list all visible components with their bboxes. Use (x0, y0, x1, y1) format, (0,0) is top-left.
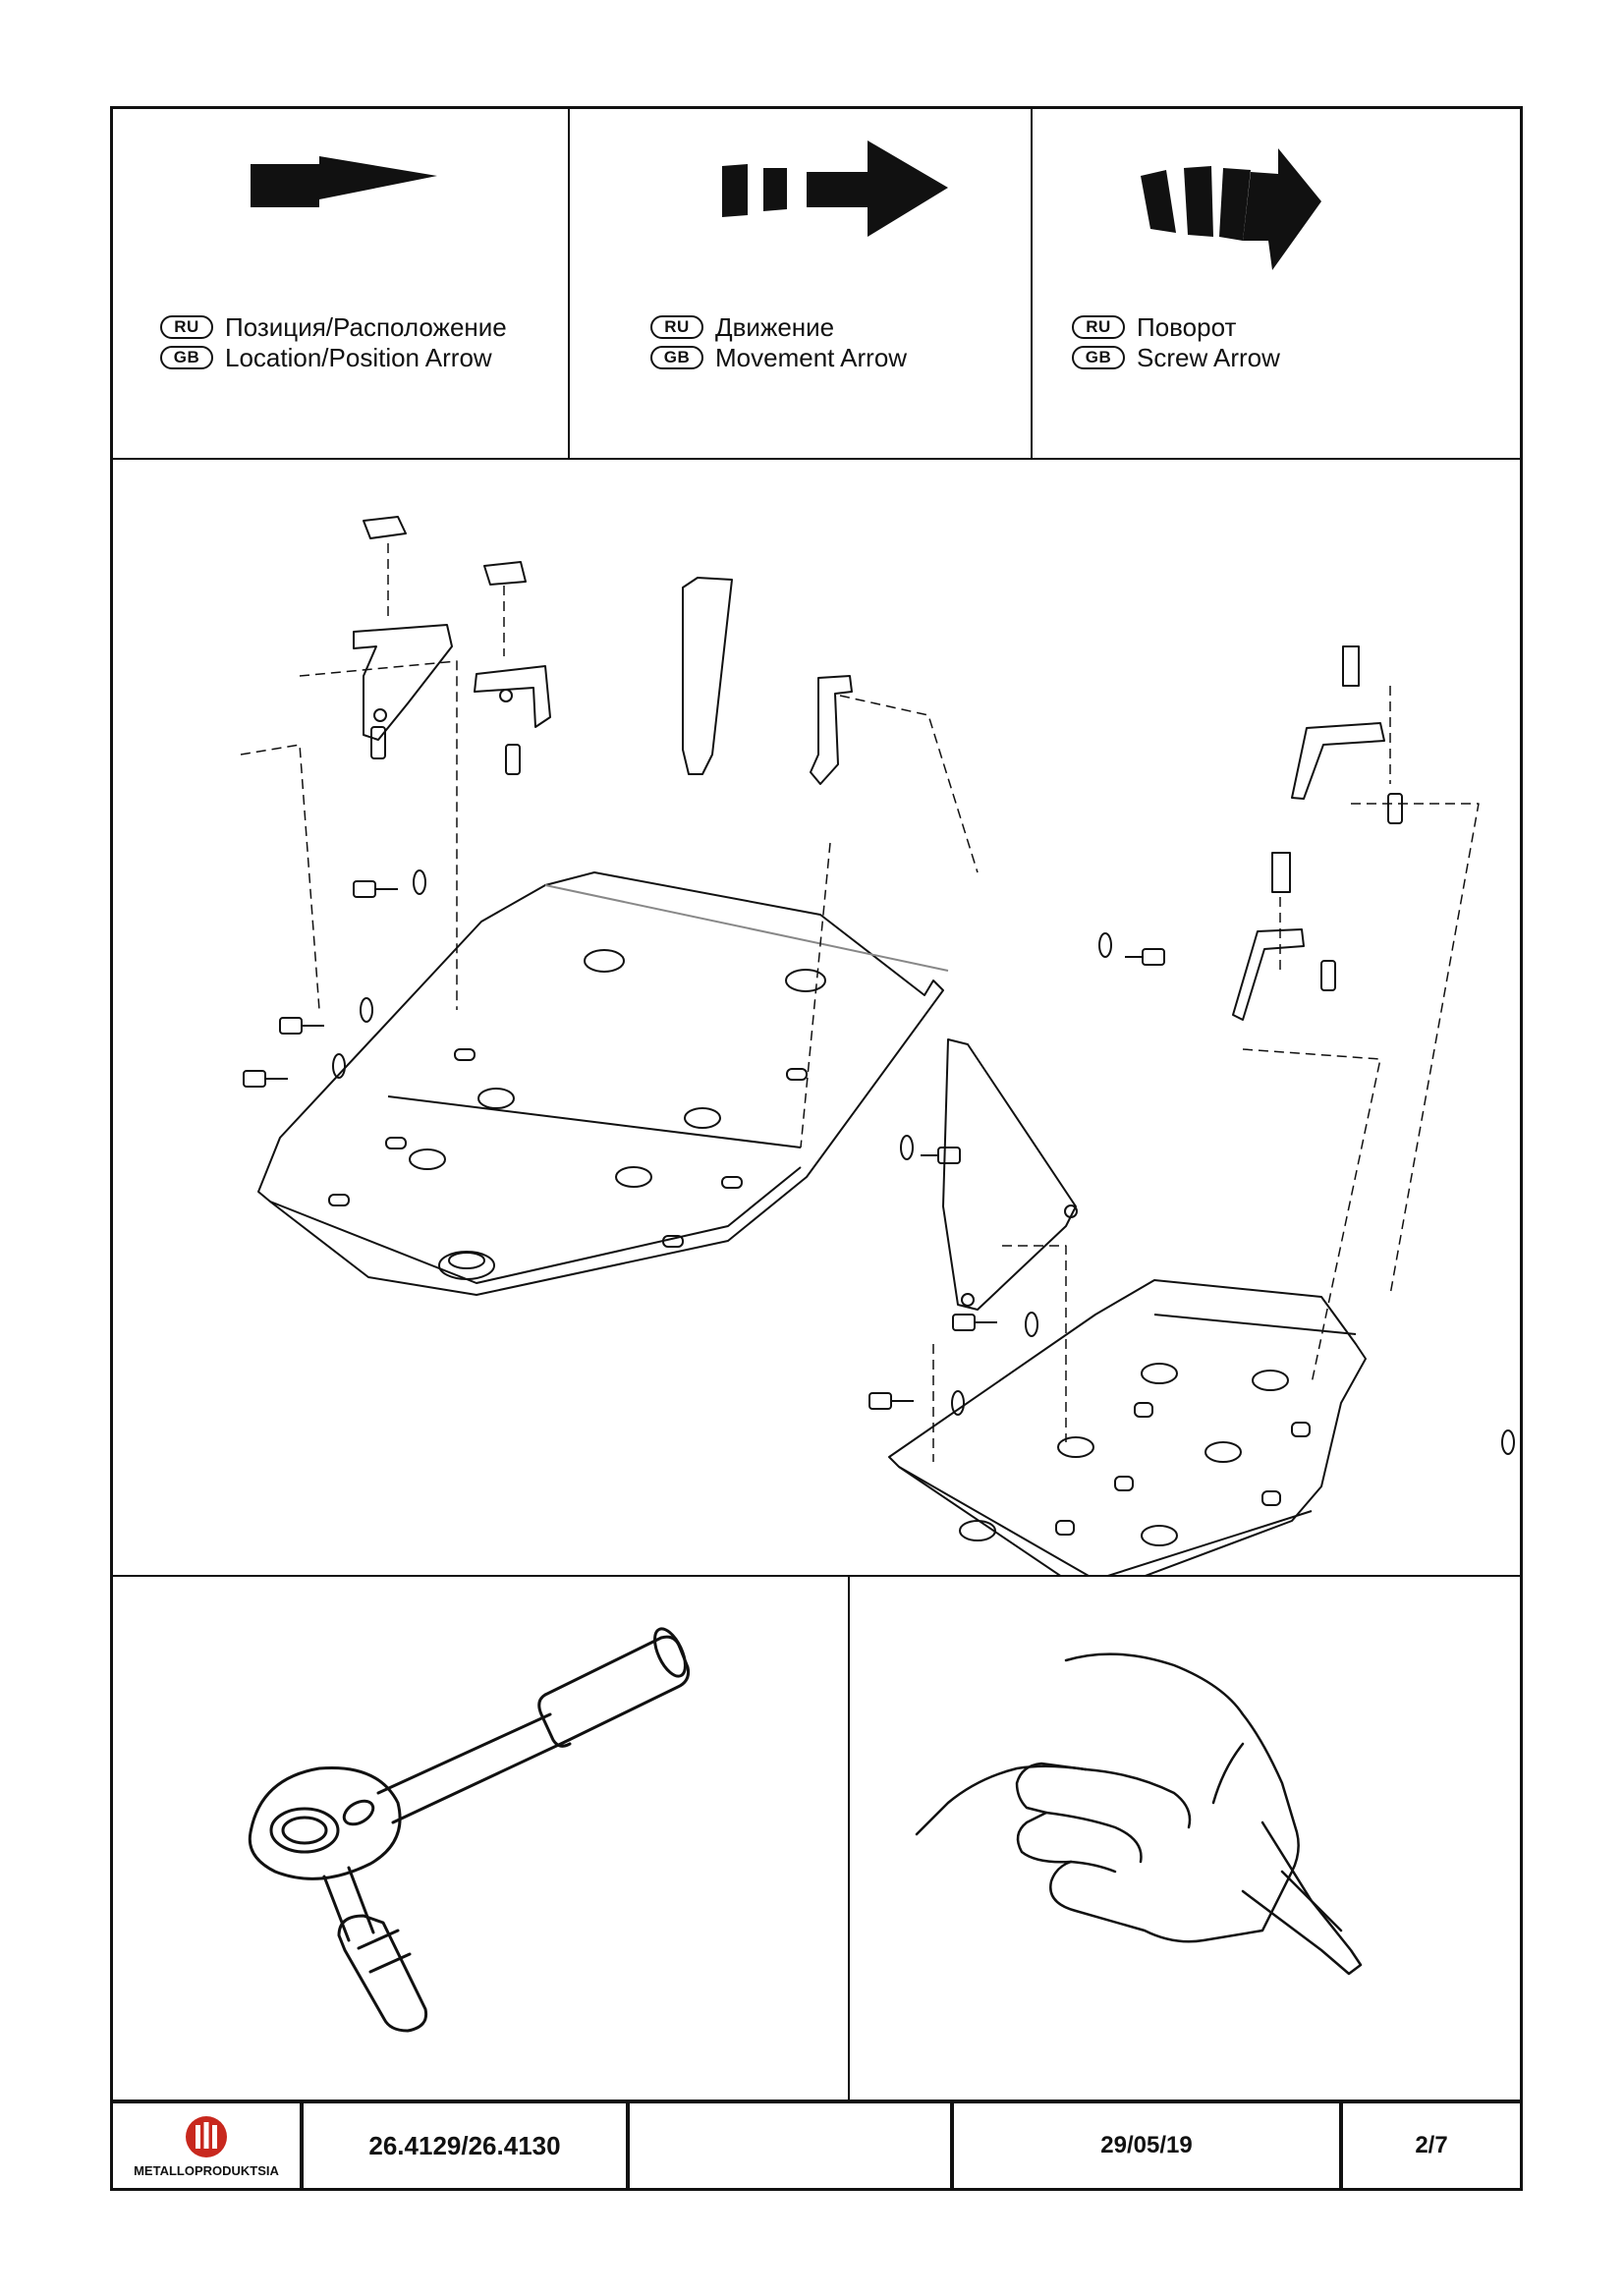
assembly-guide-lines (240, 543, 1480, 1462)
legend-location: RU Позиция/Расположение GB Location/Positi… (113, 109, 568, 458)
curved-arrow-icon (1141, 148, 1321, 270)
footer-separator (626, 2103, 630, 2188)
exploded-assembly-diagram (240, 516, 1515, 1575)
bolts-and-washers (243, 726, 1515, 1455)
ru-badge: RU (1072, 314, 1125, 339)
tools-divider (113, 1575, 1520, 1577)
left-skid-plate (257, 871, 949, 1296)
gb-label: Screw Arrow (1137, 342, 1280, 372)
blank-field (630, 2103, 950, 2188)
ru-badge: RU (160, 314, 213, 339)
gb-label: Location/Position Arrow (225, 342, 492, 372)
legend-separator (1031, 109, 1033, 458)
legend-screw: RU Поворот GB Screw Arrow (1033, 109, 1520, 458)
ratchet-wrench-icon (248, 1627, 690, 2033)
ru-label: Позиция/Расположение (225, 311, 507, 342)
right-skid-plate (888, 1279, 1367, 1575)
tools-separator (848, 1575, 850, 2100)
page-number: 2/7 (1415, 2132, 1448, 2158)
drawing-frame: RU Позиция/Расположение GB Location/Positi… (110, 106, 1523, 2191)
logo-text: METALLOPRODUKTSIA (134, 2162, 279, 2178)
hand-utility-knife-icon (915, 1652, 1363, 1976)
footer-separator (950, 2103, 954, 2188)
title-block: METALLOPRODUKTSIA 26.4129/26.4130 29/05/… (113, 2100, 1520, 2188)
left-brackets (353, 516, 853, 785)
dashed-arrow-icon (722, 140, 948, 237)
part-numbers: 26.4129/26.4130 (368, 2130, 561, 2160)
solid-arrow-icon (251, 156, 437, 207)
legend-divider (113, 458, 1520, 460)
metalloproduktsia-logo (186, 2115, 227, 2157)
gb-badge: GB (650, 345, 703, 369)
legend-movement: RU Движение GB Movement Arrow (570, 109, 1031, 458)
legend-text: RU Позиция/Расположение GB Location/Positi… (160, 311, 507, 372)
ru-badge: RU (650, 314, 703, 339)
gb-badge: GB (160, 345, 213, 369)
company-logo: METALLOPRODUKTSIA (113, 2103, 300, 2188)
right-brackets (942, 645, 1385, 1311)
legend-text: RU Поворот GB Screw Arrow (1072, 311, 1280, 372)
legend-text: RU Движение GB Movement Arrow (650, 311, 907, 372)
ru-label: Движение (715, 311, 835, 342)
gb-badge: GB (1072, 345, 1125, 369)
ru-label: Поворот (1137, 311, 1237, 342)
drawing-date: 29/05/19 (1100, 2132, 1193, 2158)
footer-separator (300, 2103, 304, 2188)
gb-label: Movement Arrow (715, 342, 908, 372)
footer-separator (1339, 2103, 1343, 2188)
legend-separator (568, 109, 570, 458)
